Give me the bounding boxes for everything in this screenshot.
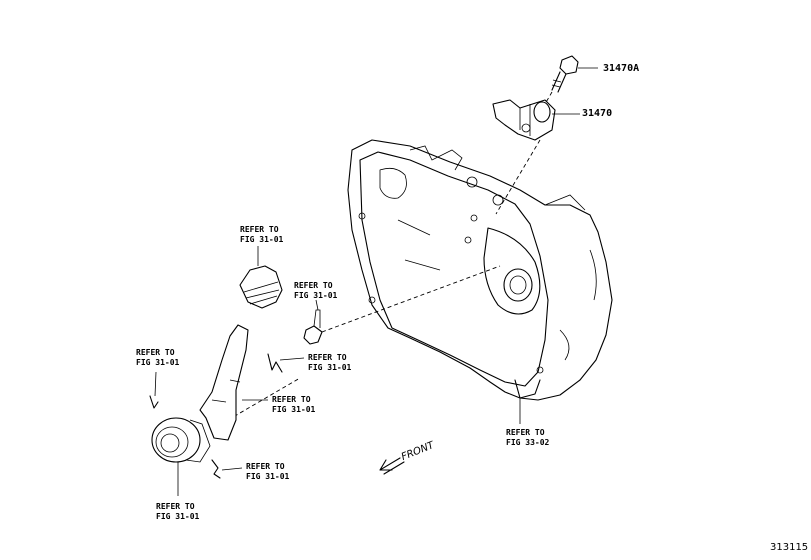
clip-left bbox=[149, 371, 159, 409]
align-line-bleeder bbox=[321, 265, 501, 333]
transmission-housing bbox=[347, 139, 613, 401]
dust-boot bbox=[239, 246, 283, 309]
label-31470: 31470 bbox=[582, 108, 613, 119]
ref-bearing: REFER TO FIG 31-01 bbox=[156, 502, 200, 521]
bolt-31470a bbox=[551, 55, 598, 93]
ref-clip-left: REFER TO FIG 31-01 bbox=[136, 348, 180, 367]
align-line-bolt bbox=[544, 91, 553, 105]
spring-clip bbox=[211, 459, 243, 479]
align-line-cylinder bbox=[495, 139, 541, 215]
ref-bleeder: REFER TO FIG 31-01 bbox=[294, 281, 338, 300]
release-fork bbox=[199, 324, 268, 441]
ref-spring: REFER TO FIG 31-01 bbox=[246, 462, 290, 481]
bleeder-plug bbox=[303, 299, 323, 345]
figure-id: 313115 bbox=[770, 542, 809, 553]
ref-housing: REFER TO FIG 33-02 bbox=[506, 428, 550, 447]
ref-fork: REFER TO FIG 31-01 bbox=[272, 395, 316, 414]
ref-boot: REFER TO FIG 31-01 bbox=[240, 225, 284, 244]
release-bearing bbox=[151, 417, 211, 496]
label-31470a: 31470A bbox=[603, 63, 640, 74]
ref-pivot: REFER TO FIG 31-01 bbox=[308, 353, 352, 372]
slave-cylinder-31470 bbox=[492, 99, 580, 141]
front-arrow-icon bbox=[379, 457, 405, 475]
pivot-clip bbox=[267, 353, 305, 373]
